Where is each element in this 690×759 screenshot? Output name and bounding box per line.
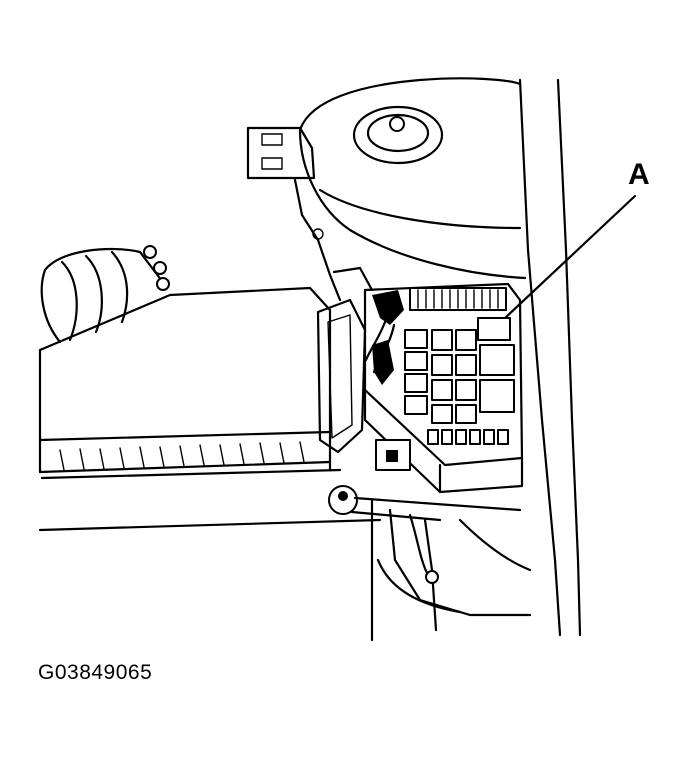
figure-id: G03849065 [38, 661, 153, 684]
callout-a-leader [503, 194, 637, 320]
fuse-relay-box [363, 282, 524, 494]
air-cleaner-housing [38, 286, 382, 532]
strut-tower [298, 77, 527, 280]
ground-terminal [328, 485, 522, 522]
fender-panel [518, 78, 582, 637]
intake-duct [40, 245, 170, 344]
side-cover [316, 266, 374, 454]
lower-frame [370, 498, 532, 642]
callout-a-label: A [628, 158, 650, 191]
mounting-bracket [246, 126, 342, 302]
